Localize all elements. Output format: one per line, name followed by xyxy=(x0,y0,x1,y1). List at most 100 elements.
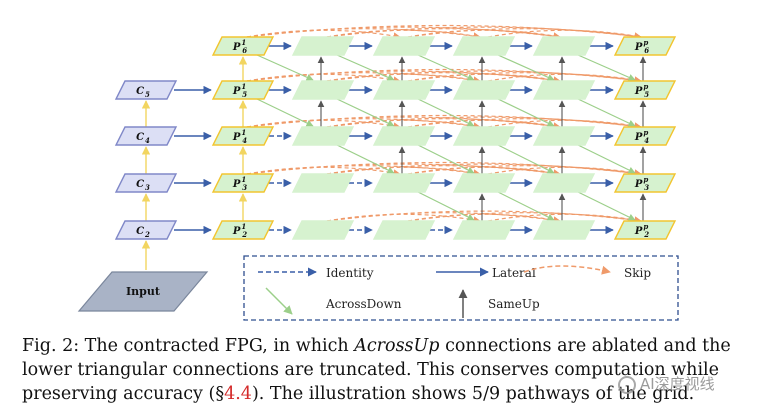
grid-connections xyxy=(141,41,647,270)
intermediate-node xyxy=(372,220,436,240)
acrossdown-edge xyxy=(256,54,314,81)
skip-edge xyxy=(246,114,642,130)
input-node-label: Input xyxy=(126,285,161,298)
c-node-label: C3 xyxy=(136,179,150,192)
intermediate-node xyxy=(532,220,596,240)
acrossdown-edge xyxy=(497,54,555,81)
c-node-label: C2 xyxy=(136,226,150,239)
intermediate-node xyxy=(452,36,516,56)
c-node xyxy=(114,80,178,100)
pyramid-level-node xyxy=(613,36,677,56)
intermediate-node xyxy=(532,173,596,193)
legend-skip-label: Skip xyxy=(624,266,651,280)
pyramid-level-node xyxy=(613,220,677,240)
acrossdown-edge xyxy=(336,98,395,127)
c-node-label: C4 xyxy=(136,132,150,145)
pyramid-level-node xyxy=(613,126,677,146)
skip-edge xyxy=(487,73,642,84)
legend-sameup-label: SameUp xyxy=(488,297,540,311)
watermark: AI深度视线 xyxy=(618,373,715,394)
skip-edge xyxy=(246,24,642,40)
pyramid-level-node xyxy=(211,173,275,193)
pyramid-level-node xyxy=(211,220,275,240)
pyramid-level-node xyxy=(211,126,275,146)
intermediate-node xyxy=(532,80,596,100)
legend-identity-label: Identity xyxy=(326,266,374,280)
skip-edge xyxy=(407,72,642,84)
watermark-text: AI深度视线 xyxy=(640,375,715,393)
skip-edge xyxy=(487,29,642,40)
intermediate-node xyxy=(291,220,355,240)
legend-lateral-label: Lateral xyxy=(492,266,536,280)
skip-edge xyxy=(326,210,642,224)
acrossdown-edge xyxy=(417,191,475,221)
skip-connections xyxy=(246,24,642,224)
caption-section-ref[interactable]: 4.4 xyxy=(224,384,252,404)
skip-edge xyxy=(407,212,642,224)
intermediate-node xyxy=(452,220,516,240)
intermediate-node xyxy=(291,173,355,193)
intermediate-node xyxy=(452,173,516,193)
skip-edge xyxy=(487,119,642,130)
skip-edge xyxy=(487,213,642,224)
acrossdown-edge xyxy=(577,98,636,127)
watermark-logo-icon xyxy=(618,375,636,394)
caption-part-2: connections are ablated and the lower tr… xyxy=(22,336,731,404)
legend-acrossdown-line xyxy=(265,287,293,315)
intermediate-node xyxy=(532,126,596,146)
pyramid-level-node xyxy=(211,80,275,100)
input-node xyxy=(77,271,209,312)
legend-box xyxy=(243,255,679,321)
acrossdown-edge xyxy=(417,144,475,174)
c-node-label: C5 xyxy=(136,86,150,99)
acrossdown-edge xyxy=(497,191,555,221)
intermediate-node xyxy=(372,80,436,100)
intermediate-node xyxy=(372,36,436,56)
intermediate-node xyxy=(372,126,436,146)
intermediate-node xyxy=(452,80,516,100)
acrossdown-edge xyxy=(417,98,475,127)
acrossdown-edge xyxy=(577,191,636,221)
skip-edge xyxy=(246,68,642,84)
skip-edge xyxy=(407,165,642,177)
intermediate-node xyxy=(452,126,516,146)
legend-acrossdown-label: AcrossDown xyxy=(325,297,402,311)
skip-edge xyxy=(246,161,642,177)
acrossdown-edge xyxy=(497,98,555,127)
c-node xyxy=(114,126,178,146)
legend-skip-line xyxy=(523,265,611,275)
skip-edge xyxy=(407,28,642,40)
skip-edge xyxy=(487,166,642,177)
intermediate-node xyxy=(291,36,355,56)
acrossdown-edge xyxy=(417,54,475,81)
acrossdown-edge xyxy=(577,144,636,174)
caption-part-1: Fig. 2: The contracted FPG, in which xyxy=(22,336,355,356)
figure-caption: Fig. 2: The contracted FPG, in which Acr… xyxy=(22,334,767,406)
skip-edge xyxy=(407,118,642,130)
acrossdown-edge xyxy=(336,144,395,174)
intermediate-node xyxy=(291,126,355,146)
intermediate-node xyxy=(532,36,596,56)
intermediate-node xyxy=(372,173,436,193)
pyramid-level-node xyxy=(613,80,677,100)
pyramid-level-node xyxy=(613,173,677,193)
c-node xyxy=(114,173,178,193)
acrossdown-edge xyxy=(497,144,555,174)
legend: Identity Lateral Skip AcrossDown SameUp xyxy=(243,255,679,321)
c-node xyxy=(114,220,178,240)
acrossdown-edge xyxy=(256,98,314,127)
acrossdown-edge xyxy=(336,54,395,81)
caption-emphasis: AcrossUp xyxy=(354,336,440,356)
